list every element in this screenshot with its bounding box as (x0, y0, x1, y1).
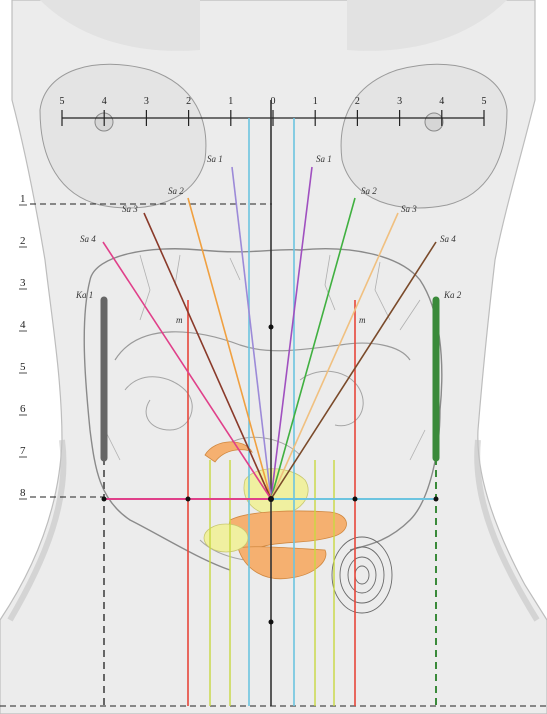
ruler-tick-label: 5 (60, 96, 65, 107)
ruler-tick-label: 3 (144, 96, 149, 107)
ruler-tick-label: 1 (228, 96, 233, 107)
sa2-left-label: Sa 2 (168, 186, 184, 196)
ruler-tick-label: 5 (482, 96, 487, 107)
m-right-label: m (359, 315, 366, 325)
ruler-tick-label: 1 (313, 96, 318, 107)
m-right-point (353, 497, 358, 502)
ruler-tick-label: 4 (439, 96, 444, 107)
ka2-label: Ka 2 (443, 290, 462, 300)
sa3-left-label: Sa 3 (122, 204, 138, 214)
level-label: 2 (20, 235, 26, 247)
ruler-tick-label: 2 (355, 96, 360, 107)
sa3-right-label: Sa 3 (401, 204, 417, 214)
sa2-right-label: Sa 2 (361, 186, 377, 196)
sa4-right-label: Sa 4 (440, 234, 456, 244)
m-left-label: m (176, 315, 183, 325)
level-label: 5 (20, 361, 26, 373)
sa1-left-label: Sa 1 (207, 154, 223, 164)
midline-point-upper (269, 325, 274, 330)
m-left-point (186, 497, 191, 502)
center-point (268, 496, 274, 502)
ka1-point (102, 497, 107, 502)
level-label: 8 (20, 487, 26, 499)
midline-point-lower (269, 620, 274, 625)
ka1-label: Ka 1 (75, 290, 93, 300)
sa4-left-label: Sa 4 (80, 234, 96, 244)
level-label: 1 (20, 193, 26, 205)
ruler-tick-label: 4 (102, 96, 107, 107)
sa1-right-label: Sa 1 (316, 154, 332, 164)
ruler-tick-label: 3 (397, 96, 402, 107)
level-label: 7 (20, 445, 26, 457)
ka2-point (434, 497, 439, 502)
ruler-tick-label: 2 (186, 96, 191, 107)
level-label: 4 (20, 319, 26, 331)
level-label: 6 (20, 403, 26, 415)
level-label: 3 (20, 277, 26, 289)
right-nipple (425, 113, 443, 131)
